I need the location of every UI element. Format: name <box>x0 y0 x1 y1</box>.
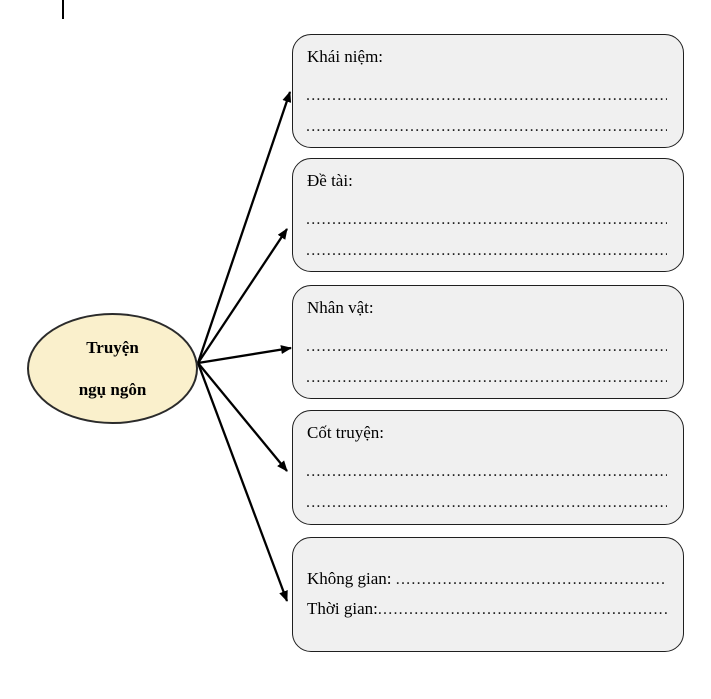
dotted-blank-line: ........................................… <box>306 118 667 135</box>
setting-time-row: Thời gian:..............................… <box>307 599 667 620</box>
box-concept-label: Khái niệm: <box>307 47 384 66</box>
center-node-ellipse: Truyện ngụ ngôn <box>27 313 198 424</box>
arrow-to-topic-box <box>197 228 288 364</box>
dotted-blank-line: ........................................… <box>306 463 667 480</box>
box-concept: Khái niệm: .............................… <box>292 34 684 148</box>
box-setting: Không gian: ............................… <box>292 537 684 652</box>
dotted-blank-line: ........................................… <box>306 369 667 386</box>
setting-time-label: Thời gian: <box>307 599 378 618</box>
dotted-blank-line: ........................................… <box>377 601 667 618</box>
dotted-blank-line: ........................................… <box>306 494 667 511</box>
page-border-tick-line <box>62 0 64 19</box>
box-character-label: Nhân vật: <box>307 298 374 317</box>
center-node-title-line2: ngụ ngôn <box>78 380 147 399</box>
arrow-to-plot-box <box>197 362 288 472</box>
arrow-to-character-box <box>197 345 292 365</box>
setting-space-label: Không gian: <box>307 569 396 588</box>
box-topic-label: Đề tài: <box>307 171 353 190</box>
dotted-blank-line: ........................................… <box>395 571 667 588</box>
arrow-to-setting-box <box>196 362 289 602</box>
dotted-blank-line: ........................................… <box>306 87 667 104</box>
box-character: Nhân vật: ..............................… <box>292 285 684 399</box>
arrow-to-concept-box <box>196 91 292 364</box>
dotted-blank-line: ........................................… <box>306 211 667 228</box>
box-plot: Cốt truyện: ............................… <box>292 410 684 525</box>
dotted-blank-line: ........................................… <box>306 242 667 259</box>
center-node-title-line1: Truyện <box>86 338 139 357</box>
box-topic: Đề tài: ................................… <box>292 158 684 272</box>
box-plot-label: Cốt truyện: <box>307 423 384 442</box>
setting-space-row: Không gian: ............................… <box>307 569 667 590</box>
dotted-blank-line: ........................................… <box>306 338 667 355</box>
